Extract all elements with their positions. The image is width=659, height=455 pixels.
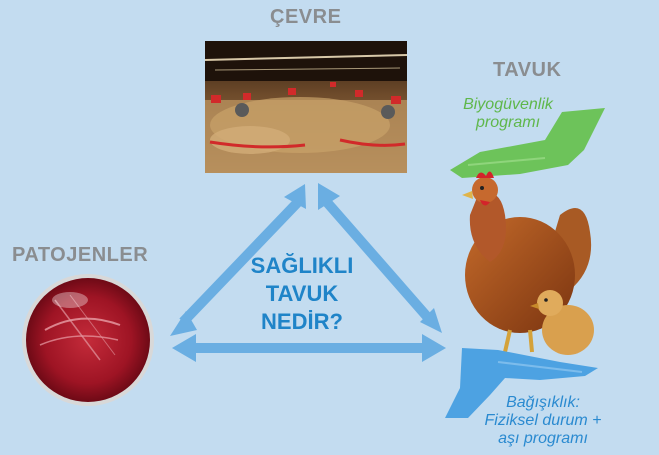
biosecurity-line-2: programı [448,114,568,132]
environment-label: ÇEVRE [270,6,341,29]
pathogens-label: PATOJENLER [12,244,148,267]
barn-photo [205,41,407,173]
petri-dish-image [22,274,154,406]
immunity-caption: Bağışıklık: Fiziksel durum + aşı program… [468,394,618,448]
center-line-2: TAVUK [232,280,372,308]
hen-and-chick-image [462,171,594,355]
chicken-label: TAVUK [493,59,561,82]
immunity-line-3: aşı programı [468,430,618,448]
center-line-3: NEDİR? [232,308,372,336]
immunity-line-1: Bağışıklık: [468,394,618,412]
biosecurity-line-1: Biyogüvenlik [448,96,568,114]
center-line-1: SAĞLIKLI [232,252,372,280]
immunity-line-2: Fiziksel durum + [468,412,618,430]
center-question: SAĞLIKLI TAVUK NEDİR? [232,252,372,336]
biosecurity-caption: Biyogüvenlik programı [448,96,568,132]
